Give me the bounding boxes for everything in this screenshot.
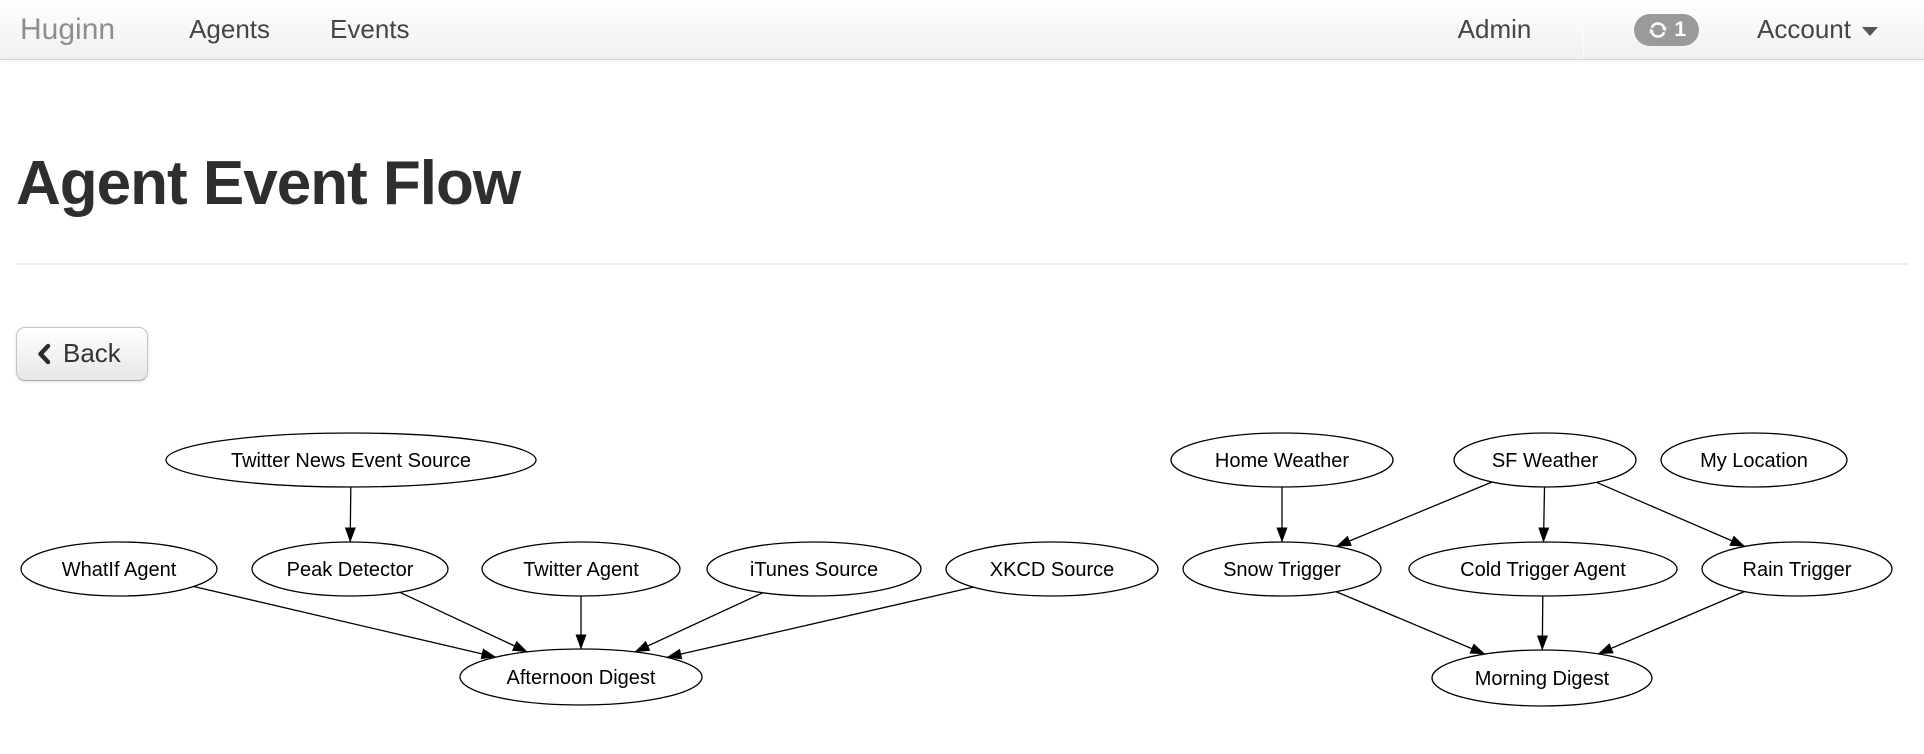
graph-edge-twitter-news-event-source-to-peak-detector <box>344 486 356 543</box>
refresh-icon <box>1647 19 1669 41</box>
graph-edge-whatif-agent-to-afternoon-digest <box>193 585 497 660</box>
page-title: Agent Event Flow <box>16 149 521 218</box>
navbar: Huginn Agents Events Admin 1 Account <box>0 0 1924 60</box>
graph-node-label-itunes-source: iTunes Source <box>750 559 878 581</box>
graph-node-my-location <box>1660 432 1848 488</box>
graph-edge-rain-trigger-to-morning-digest <box>1597 590 1745 655</box>
graph-node-rain-trigger <box>1701 541 1893 597</box>
nav-item-admin[interactable]: Admin <box>1457 14 1532 44</box>
graph-node-label-twitter-news-event-source: Twitter News Event Source <box>231 450 471 472</box>
graph-node-label-whatif-agent: WhatIf Agent <box>62 559 177 581</box>
navbar-right: Admin 1 Account <box>1458 0 1924 59</box>
graph-node-label-peak-detector: Peak Detector <box>287 559 414 581</box>
graph-node-label-afternoon-digest: Afternoon Digest <box>507 667 656 689</box>
nav-links: Agents Events <box>159 14 439 45</box>
graph-edge-sf-weather-to-rain-trigger <box>1596 481 1746 547</box>
graph-node-label-home-weather: Home Weather <box>1215 450 1349 472</box>
graph-node-label-sf-weather: SF Weather <box>1492 450 1599 472</box>
title-divider <box>16 263 1908 265</box>
graph-node-label-my-location: My Location <box>1700 450 1808 472</box>
graph-edge-snow-trigger-to-morning-digest <box>1335 591 1486 655</box>
graph-edges <box>193 481 1746 660</box>
chevron-left-icon <box>36 343 51 365</box>
graph-edge-cold-trigger-agent-to-morning-digest <box>1536 595 1548 651</box>
job-queue-badge[interactable]: 1 <box>1634 13 1700 46</box>
graph-node-home-weather <box>1170 432 1394 488</box>
graph-edge-peak-detector-to-afternoon-digest <box>399 591 528 653</box>
graph-edge-sf-weather-to-snow-trigger <box>1335 481 1493 548</box>
graph-node-label-twitter-agent: Twitter Agent <box>523 559 639 581</box>
navbar-divider <box>1583 0 1585 59</box>
graph-node-xkcd-source <box>945 541 1159 597</box>
graph-node-label-cold-trigger-agent: Cold Trigger Agent <box>1460 559 1626 581</box>
job-count: 1 <box>1674 18 1687 41</box>
account-label: Account <box>1757 14 1851 44</box>
graph-node-afternoon-digest <box>459 648 703 706</box>
graph-node-label-xkcd-source: XKCD Source <box>990 559 1115 581</box>
graph-node-snow-trigger <box>1182 541 1382 597</box>
graph-node-cold-trigger-agent <box>1408 541 1678 597</box>
graph-node-twitter-news-event-source <box>165 432 537 488</box>
graph-node-itunes-source <box>706 541 922 597</box>
graph-node-twitter-agent <box>481 541 681 597</box>
caret-down-icon <box>1862 27 1878 36</box>
graph-node-whatif-agent <box>20 541 218 597</box>
graph-node-morning-digest <box>1431 649 1653 707</box>
back-button[interactable]: Back <box>16 327 148 381</box>
nav-item-agents[interactable]: Agents <box>189 14 271 44</box>
graph-node-label-morning-digest: Morning Digest <box>1475 668 1610 690</box>
graph-node-label-rain-trigger: Rain Trigger <box>1743 559 1852 581</box>
back-button-label: Back <box>63 338 121 368</box>
brand-huginn[interactable]: Huginn <box>20 12 116 46</box>
graph-node-peak-detector <box>251 541 449 597</box>
graph-node-label-snow-trigger: Snow Trigger <box>1223 559 1341 581</box>
graph-node-sf-weather <box>1453 432 1637 488</box>
graph-edge-xkcd-source-to-afternoon-digest <box>666 586 974 660</box>
graph-edge-sf-weather-to-cold-trigger-agent <box>1538 486 1550 543</box>
account-menu[interactable]: Account <box>1757 14 1878 45</box>
page-container: Agent Event Flow Back <box>0 148 1924 381</box>
graph-edge-itunes-source-to-afternoon-digest <box>634 592 764 653</box>
nav-item-events[interactable]: Events <box>330 14 410 44</box>
